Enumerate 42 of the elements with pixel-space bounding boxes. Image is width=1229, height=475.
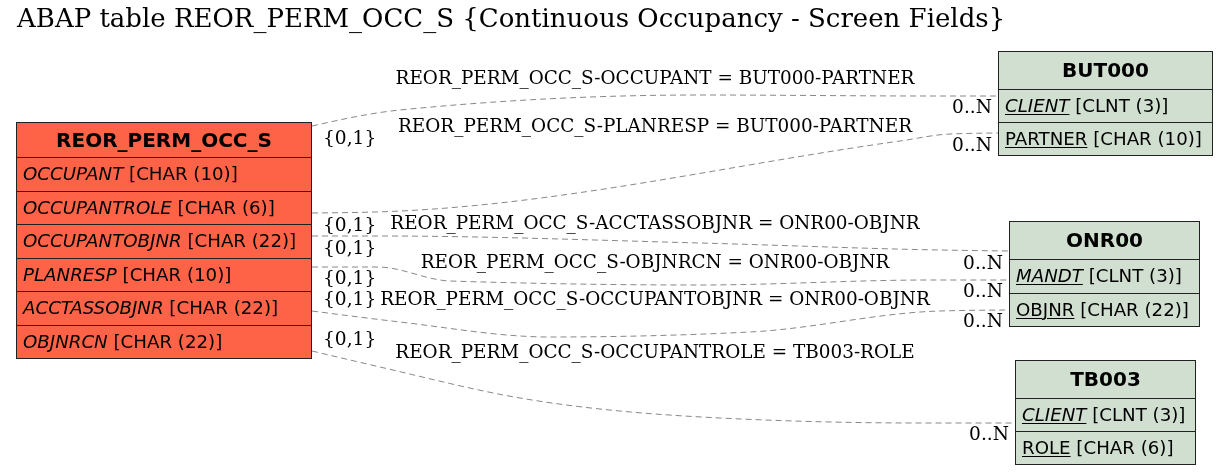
cardinality-label: {0,1} [323, 290, 377, 309]
field-row: OCCUPANT [CHAR (10)] [17, 157, 311, 191]
cardinality-label: 0..N [963, 254, 1003, 273]
entity-table [16, 122, 312, 359]
table-name: ONR00 [1065, 227, 1144, 254]
cardinality-label: {0,1} [323, 239, 377, 258]
cardinality-label: 0..N [952, 98, 992, 117]
relationship-line [311, 132, 999, 214]
field-row: PLANRESP [CHAR (10)] [17, 257, 311, 291]
cardinality-label: 0..N [952, 136, 992, 155]
relationship-line [311, 235, 1010, 252]
relationship-line [311, 94, 999, 127]
field-row: OBJNRCN [CHAR (22)] [17, 324, 311, 358]
field-row: CLIENT [CLNT (3)] [1016, 398, 1195, 431]
field-row: ROLE [CHAR (6)] [1016, 431, 1195, 464]
diagram-title: ABAP table REOR_PERM_OCC_S {Continuous Occupancy - Screen Fields} [17, 4, 1006, 33]
relationship-label: REOR_PERM_OCC_S-PLANRESP = BUT000-PARTNER [397, 117, 913, 136]
cardinality-label: {0,1} [323, 129, 377, 148]
entity-table [1015, 360, 1196, 465]
field-row: OCCUPANTROLE [CHAR (6)] [17, 190, 311, 224]
table-name: TB003 [1069, 366, 1142, 393]
relationship-label: REOR_PERM_OCC_S-OCCUPANTOBJNR = ONR00-OBJNR [379, 290, 931, 309]
relationship-label: REOR_PERM_OCC_S-ACCTASSOBJNR = ONR00-OBJNR [389, 214, 921, 233]
table-name: BUT000 [1061, 57, 1150, 84]
field-row: ACCTASSOBJNR [CHAR (22)] [17, 291, 311, 325]
cardinality-label: {0,1} [323, 330, 377, 349]
relationship-label: REOR_PERM_OCC_S-OCCUPANTROLE = TB003-ROLE [394, 343, 916, 362]
field-row: OCCUPANTOBJNR [CHAR (22)] [17, 224, 311, 258]
entity-table [998, 51, 1213, 156]
entity-table [1009, 221, 1200, 327]
cardinality-label: 0..N [963, 282, 1003, 301]
cardinality-label: {0,1} [323, 269, 377, 288]
field-row: PARTNER [CHAR (10)] [999, 122, 1212, 155]
table-name: REOR_PERM_OCC_S [55, 127, 273, 154]
relationship-label: REOR_PERM_OCC_S-OCCUPANT = BUT000-PARTNER [394, 69, 916, 88]
field-row: MANDT [CLNT (3)] [1010, 259, 1199, 293]
cardinality-label: 0..N [969, 425, 1009, 444]
relationship-label: REOR_PERM_OCC_S-OBJNRCN = ONR00-OBJNR [419, 253, 891, 272]
field-row: OBJNR [CHAR (22)] [1010, 292, 1199, 326]
cardinality-label: {0,1} [323, 216, 377, 235]
cardinality-label: 0..N [963, 312, 1003, 331]
field-row: CLIENT [CLNT (3)] [999, 89, 1212, 122]
